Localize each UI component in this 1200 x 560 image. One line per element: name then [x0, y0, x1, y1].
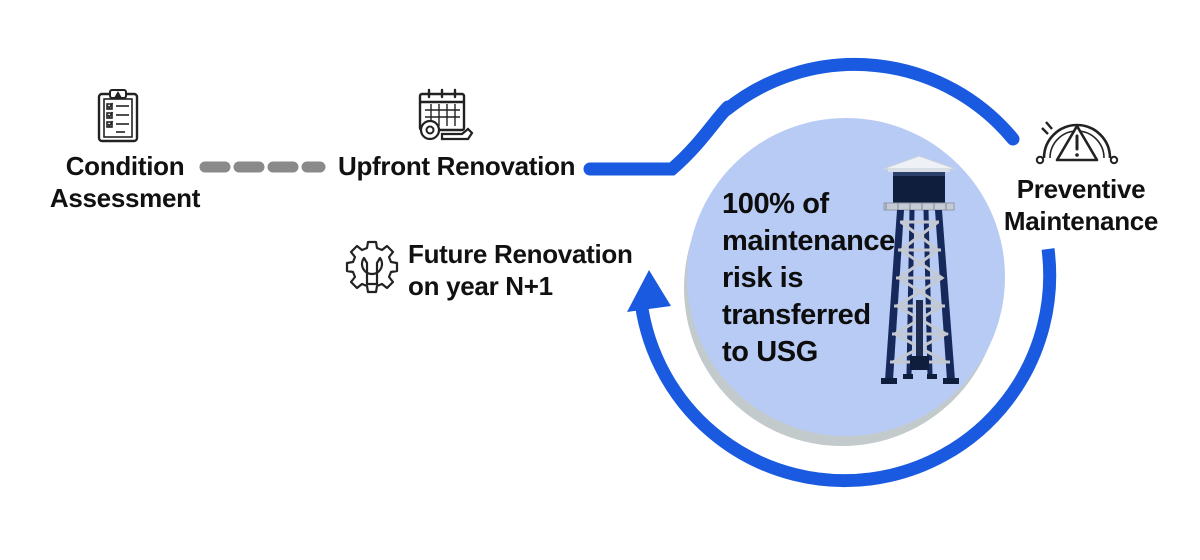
center-line-4: transferred	[722, 299, 871, 331]
center-line-2: maintenance	[722, 225, 895, 257]
center-line-5: to USG	[722, 336, 818, 368]
future-renovation-line2: on year N+1	[408, 271, 553, 301]
preventive-maintenance-line2: Maintenance	[1003, 206, 1159, 236]
loop-arrow-head	[627, 270, 671, 312]
water-tower-illustration	[881, 155, 959, 384]
clipboard-checklist-icon	[97, 89, 139, 143]
preventive-maintenance-line1: Preventive	[1016, 174, 1146, 204]
center-line-3: risk is	[722, 262, 804, 294]
center-statement: 100% of maintenance risk is transferred …	[722, 186, 895, 371]
calendar-gear-wrench-icon	[418, 88, 474, 141]
gear-wrench-icon	[345, 240, 399, 294]
future-renovation-line1: Future Renovation	[408, 239, 633, 269]
upfront-renovation-label: Upfront Renovation	[338, 151, 576, 181]
condition-assessment-line1: Condition	[65, 151, 185, 181]
preventive-maintenance-label: Preventive Maintenance	[1002, 173, 1160, 237]
loop-arc-top	[719, 57, 1020, 146]
flow-line-upfront	[583, 100, 735, 176]
gauge-warning-icon	[1035, 121, 1119, 165]
center-line-1: 100% of	[722, 188, 829, 220]
condition-assessment-label: Condition Assessment	[45, 150, 205, 214]
future-renovation-label: Future Renovation on year N+1	[408, 238, 633, 302]
loop-arc-bottom	[634, 248, 1057, 488]
condition-assessment-line2: Assessment	[49, 183, 201, 213]
